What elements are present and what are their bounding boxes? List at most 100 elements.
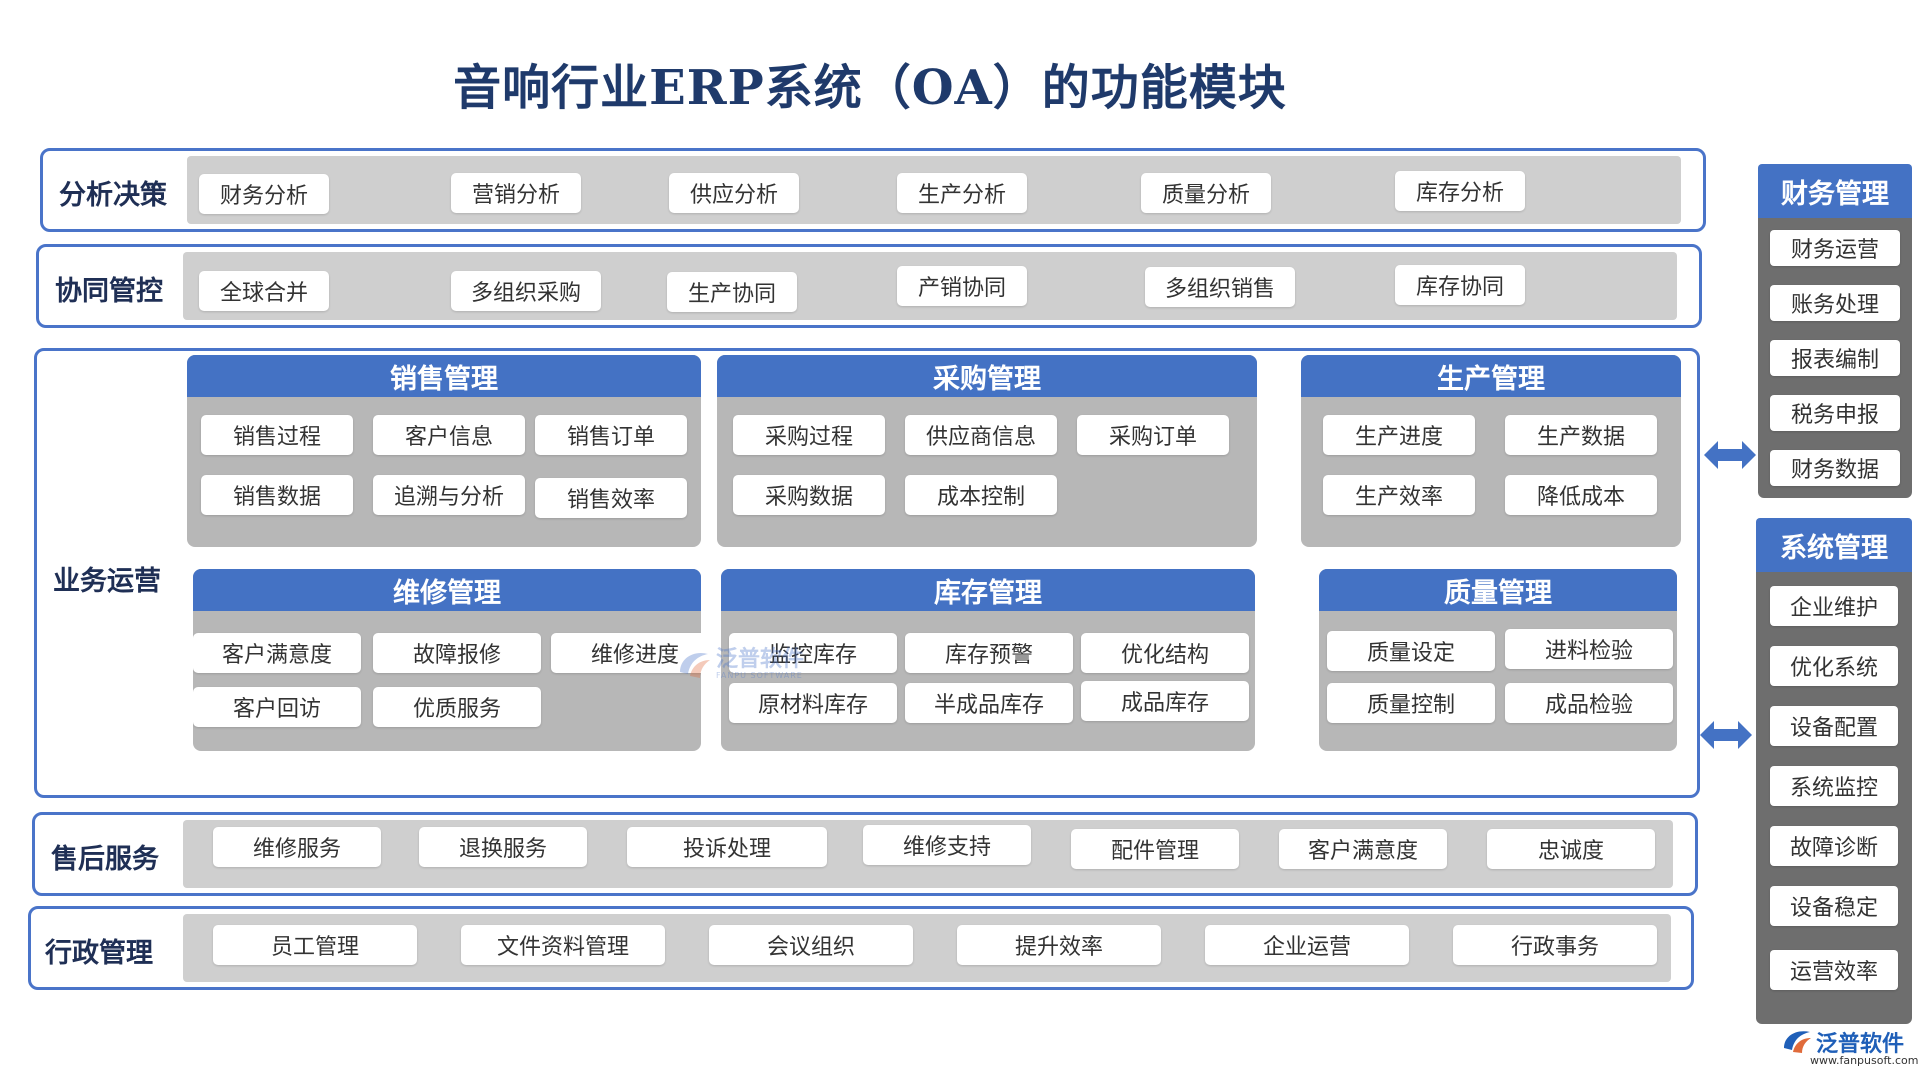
system-item[interactable]: 设备稳定 bbox=[1770, 886, 1898, 926]
sales-item[interactable]: 销售效率 bbox=[535, 478, 687, 518]
repair-item[interactable]: 故障报修 bbox=[373, 633, 541, 673]
inventory-module: 库存管理 监控库存 库存预警 优化结构 原材料库存 半成品库存 成品库存 bbox=[721, 569, 1255, 751]
aftersales-item[interactable]: 维修服务 bbox=[213, 827, 381, 867]
aftersales-item[interactable]: 客户满意度 bbox=[1279, 829, 1447, 869]
inventory-item[interactable]: 监控库存 bbox=[729, 633, 897, 673]
admin-item[interactable]: 文件资料管理 bbox=[461, 925, 665, 965]
analysis-band: 分析决策 财务分析 营销分析 供应分析 生产分析 质量分析 库存分析 bbox=[40, 148, 1706, 232]
finance-item[interactable]: 税务申报 bbox=[1770, 395, 1900, 431]
fanpu-watermark: 泛普软件 FANPU SOFTWARE bbox=[676, 644, 826, 684]
collab-item[interactable]: 多组织销售 bbox=[1145, 267, 1295, 307]
production-item[interactable]: 生产进度 bbox=[1323, 415, 1475, 455]
inventory-item[interactable]: 成品库存 bbox=[1081, 681, 1249, 721]
admin-item[interactable]: 会议组织 bbox=[709, 925, 913, 965]
system-item[interactable]: 企业维护 bbox=[1770, 586, 1898, 626]
aftersales-item[interactable]: 维修支持 bbox=[863, 825, 1031, 865]
purchase-item[interactable]: 采购过程 bbox=[733, 415, 885, 455]
collab-item[interactable]: 库存协同 bbox=[1395, 265, 1525, 305]
repair-item[interactable]: 优质服务 bbox=[373, 687, 541, 727]
admin-item[interactable]: 员工管理 bbox=[213, 925, 417, 965]
admin-item[interactable]: 提升效率 bbox=[957, 925, 1161, 965]
page-title: 音响行业ERP系统（OA）的功能模块 bbox=[453, 60, 1287, 116]
business-band: 业务运营 销售管理 销售过程 客户信息 销售订单 销售数据 追溯与分析 销售效率… bbox=[34, 348, 1700, 798]
aftersales-label: 售后服务 bbox=[51, 844, 159, 875]
finance-item[interactable]: 财务运营 bbox=[1770, 230, 1900, 266]
analysis-item[interactable]: 质量分析 bbox=[1141, 173, 1271, 213]
finance-double-arrow-icon bbox=[1704, 441, 1756, 469]
purchase-module-title: 采购管理 bbox=[717, 355, 1257, 397]
inventory-item[interactable]: 库存预警 bbox=[905, 633, 1073, 673]
sales-item[interactable]: 销售订单 bbox=[535, 415, 687, 455]
fanpu-logo: 泛普软件 www.fanpusoft.com bbox=[1782, 1026, 1918, 1070]
purchase-item[interactable]: 成本控制 bbox=[905, 475, 1057, 515]
admin-item[interactable]: 企业运营 bbox=[1205, 925, 1409, 965]
logo-name: 泛普软件 bbox=[1816, 1032, 1905, 1057]
collab-band: 协同管控 全球合并 多组织采购 生产协同 产销协同 多组织销售 库存协同 bbox=[36, 244, 1702, 328]
purchase-item[interactable]: 采购订单 bbox=[1077, 415, 1229, 455]
inventory-module-title: 库存管理 bbox=[721, 569, 1255, 611]
aftersales-item[interactable]: 投诉处理 bbox=[627, 827, 827, 867]
system-panel-title: 系统管理 bbox=[1756, 518, 1912, 572]
admin-bar bbox=[183, 914, 1671, 982]
sales-item[interactable]: 销售过程 bbox=[201, 415, 353, 455]
admin-label: 行政管理 bbox=[45, 938, 153, 969]
analysis-item[interactable]: 库存分析 bbox=[1395, 171, 1525, 211]
quality-item[interactable]: 成品检验 bbox=[1505, 683, 1673, 723]
production-module: 生产管理 生产进度 生产数据 生产效率 降低成本 bbox=[1301, 355, 1681, 547]
purchase-item[interactable]: 采购数据 bbox=[733, 475, 885, 515]
repair-item[interactable]: 维修进度 bbox=[551, 633, 701, 673]
sales-module-title: 销售管理 bbox=[187, 355, 701, 397]
production-item[interactable]: 生产效率 bbox=[1323, 475, 1475, 515]
production-item[interactable]: 生产数据 bbox=[1505, 415, 1657, 455]
aftersales-item[interactable]: 退换服务 bbox=[419, 827, 587, 867]
finance-item[interactable]: 报表编制 bbox=[1770, 340, 1900, 376]
purchase-item[interactable]: 供应商信息 bbox=[905, 415, 1057, 455]
analysis-item[interactable]: 营销分析 bbox=[451, 173, 581, 213]
admin-band: 行政管理 员工管理 文件资料管理 会议组织 提升效率 企业运营 行政事务 bbox=[28, 906, 1694, 990]
sales-item[interactable]: 追溯与分析 bbox=[373, 475, 525, 515]
system-panel: 系统管理 企业维护 优化系统 设备配置 系统监控 故障诊断 设备稳定 运营效率 bbox=[1756, 518, 1912, 1024]
system-item[interactable]: 优化系统 bbox=[1770, 646, 1898, 686]
collab-item[interactable]: 生产协同 bbox=[667, 272, 797, 312]
sales-item[interactable]: 客户信息 bbox=[373, 415, 525, 455]
analysis-label: 分析决策 bbox=[59, 180, 167, 211]
inventory-item[interactable]: 半成品库存 bbox=[905, 683, 1073, 723]
inventory-item[interactable]: 原材料库存 bbox=[729, 683, 897, 723]
analysis-item[interactable]: 生产分析 bbox=[897, 173, 1027, 213]
collab-label: 协同管控 bbox=[55, 276, 163, 307]
system-item[interactable]: 系统监控 bbox=[1770, 766, 1898, 806]
quality-item[interactable]: 质量设定 bbox=[1327, 631, 1495, 671]
sales-item[interactable]: 销售数据 bbox=[201, 475, 353, 515]
fanpu-watermark-icon bbox=[680, 652, 710, 678]
aftersales-item[interactable]: 配件管理 bbox=[1071, 829, 1239, 869]
repair-item[interactable]: 客户回访 bbox=[193, 687, 361, 727]
quality-item[interactable]: 进料检验 bbox=[1505, 629, 1673, 669]
aftersales-item[interactable]: 忠诚度 bbox=[1487, 829, 1655, 869]
watermark-sub: FANPU SOFTWARE bbox=[716, 670, 803, 680]
analysis-item[interactable]: 供应分析 bbox=[669, 173, 799, 213]
system-item[interactable]: 故障诊断 bbox=[1770, 826, 1898, 866]
collab-item[interactable]: 产销协同 bbox=[897, 266, 1027, 306]
finance-item[interactable]: 账务处理 bbox=[1770, 285, 1900, 321]
production-item[interactable]: 降低成本 bbox=[1505, 475, 1657, 515]
quality-module-title: 质量管理 bbox=[1319, 569, 1677, 611]
system-item[interactable]: 设备配置 bbox=[1770, 706, 1898, 746]
admin-item[interactable]: 行政事务 bbox=[1453, 925, 1657, 965]
logo-url: www.fanpusoft.com bbox=[1810, 1054, 1919, 1067]
watermark-name: 泛普软件 bbox=[716, 646, 805, 672]
fanpu-logo-icon bbox=[1784, 1031, 1811, 1053]
sales-module: 销售管理 销售过程 客户信息 销售订单 销售数据 追溯与分析 销售效率 bbox=[187, 355, 701, 547]
business-label: 业务运营 bbox=[53, 566, 161, 597]
system-double-arrow-icon bbox=[1700, 721, 1752, 749]
inventory-item[interactable]: 优化结构 bbox=[1081, 633, 1249, 673]
finance-item[interactable]: 财务数据 bbox=[1770, 450, 1900, 486]
quality-item[interactable]: 质量控制 bbox=[1327, 683, 1495, 723]
finance-panel-title: 财务管理 bbox=[1758, 164, 1912, 218]
system-item[interactable]: 运营效率 bbox=[1770, 950, 1898, 990]
finance-panel: 财务管理 财务运营 账务处理 报表编制 税务申报 财务数据 bbox=[1758, 164, 1912, 498]
collab-item[interactable]: 全球合并 bbox=[199, 271, 329, 311]
analysis-item[interactable]: 财务分析 bbox=[199, 174, 329, 214]
repair-item[interactable]: 客户满意度 bbox=[193, 633, 361, 673]
purchase-module: 采购管理 采购过程 供应商信息 采购订单 采购数据 成本控制 bbox=[717, 355, 1257, 547]
collab-item[interactable]: 多组织采购 bbox=[451, 271, 601, 311]
